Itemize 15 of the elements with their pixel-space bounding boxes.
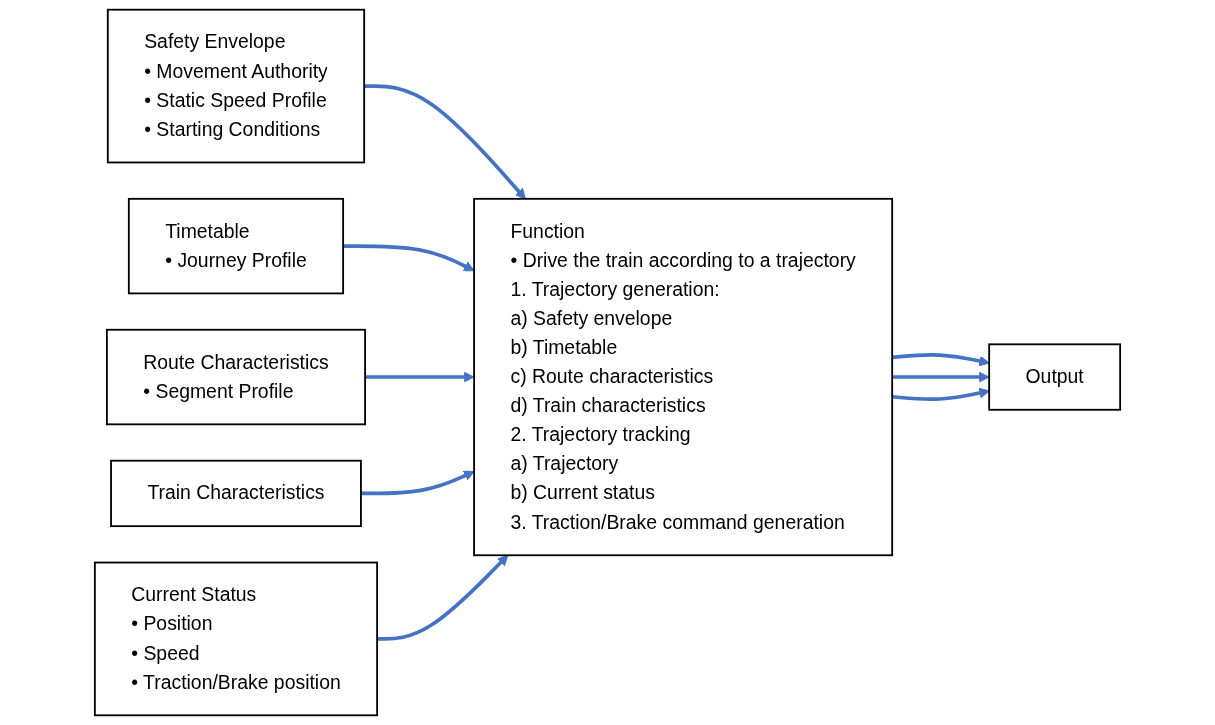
node-box: Train Characteristics bbox=[110, 459, 362, 528]
node-box: Current Status • Position • Speed • Traction/Brake position bbox=[93, 561, 378, 717]
node-box: Timetable • Journey Profile bbox=[127, 197, 345, 295]
node-box: Output bbox=[988, 343, 1122, 411]
node-box: Route Characteristics • Segment Profile bbox=[106, 328, 366, 426]
node-box: Function • Drive the train according to a trajectory 1. Trajectory generation: a) Safety envelope b) Timetable c) Route characteristics d) Train characteristics 2. Trajectory tracking a) Trajectory b) Current status 3. Traction/Brake command generation bbox=[473, 197, 894, 557]
arrow bbox=[365, 371, 475, 383]
arrow bbox=[377, 554, 509, 641]
node-box: Safety Envelope • Movement Authority • Static Speed Profile • Starting Conditions bbox=[106, 8, 366, 164]
arrow bbox=[892, 387, 990, 401]
arrow bbox=[892, 371, 990, 383]
arrow bbox=[364, 84, 526, 200]
arrow bbox=[892, 353, 990, 367]
arrow bbox=[360, 470, 475, 496]
arrow bbox=[343, 244, 475, 272]
